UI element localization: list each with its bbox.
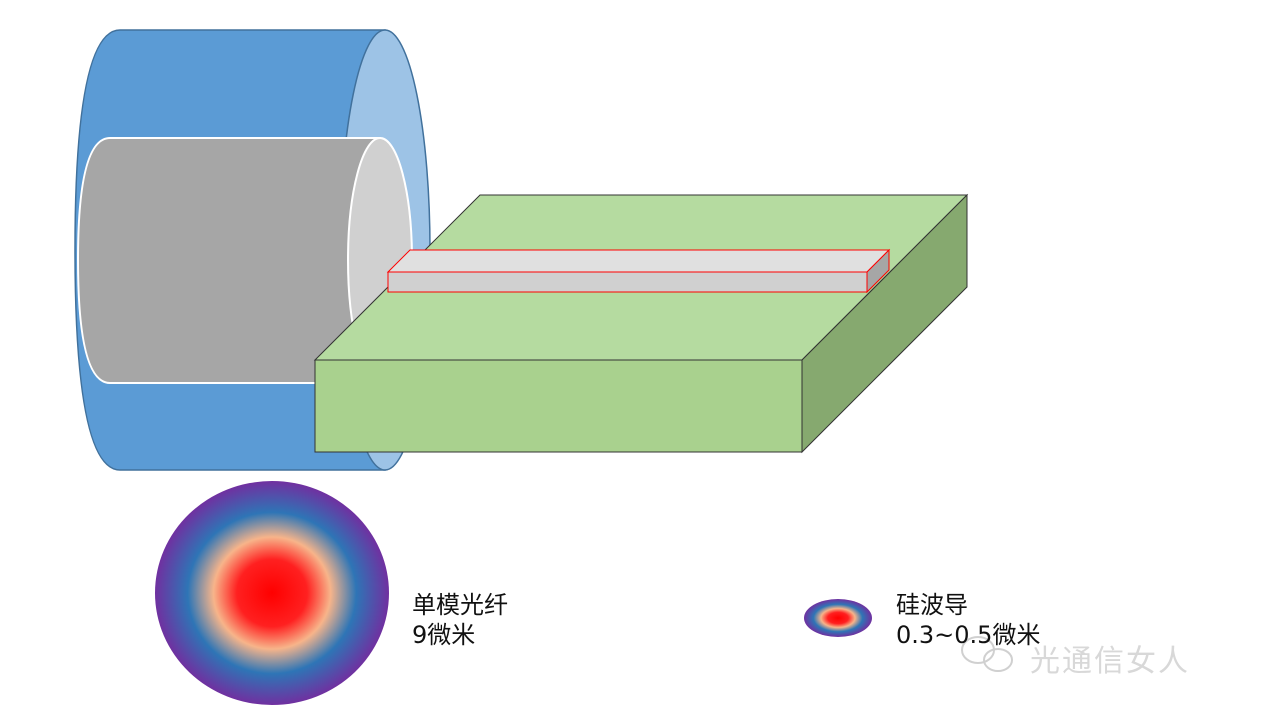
fiber-size: 9微米 <box>412 621 476 649</box>
waveguide-name: 硅波导 <box>896 591 968 619</box>
silicon-waveguide <box>386 248 891 294</box>
waveguide-mode-profile <box>804 599 872 637</box>
wechat-icon <box>961 636 1013 672</box>
waveguide-size: 0.3~0.5微米 <box>896 621 1041 649</box>
watermark: 光通信女人 <box>1030 644 1190 679</box>
fiber-mode-profile <box>155 481 389 705</box>
fiber-name: 单模光纤 <box>412 591 508 619</box>
fiber-label: 单模光纤 9微米 <box>412 590 508 650</box>
waveguide-label: 硅波导 0.3~0.5微米 <box>896 590 1040 650</box>
